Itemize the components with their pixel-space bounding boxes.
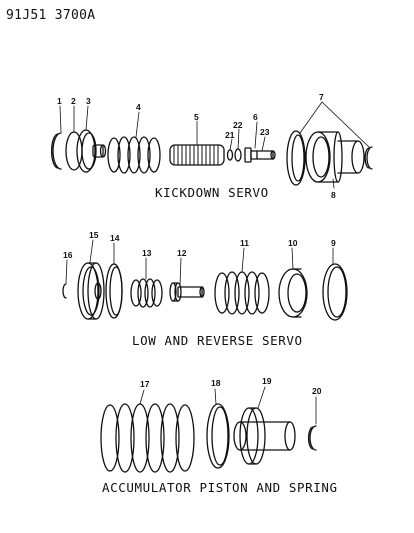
part-16-clip (62, 283, 67, 299)
low-reverse-servo-group (62, 262, 348, 321)
part-7-snap-ring-large (286, 130, 306, 186)
callout-15: 15 (89, 230, 99, 240)
callout-20: 20 (312, 386, 322, 396)
part-9-ring (322, 263, 348, 321)
part-3-piston (76, 129, 107, 173)
caption-accumulator: ACCUMULATOR PISTON AND SPRING (102, 480, 338, 495)
low-reverse-callouts (65, 239, 334, 286)
callout-6: 6 (253, 112, 258, 122)
callout-16: 16 (63, 250, 73, 260)
part-17-spring (100, 403, 195, 473)
document-code: 91J51 3700A (6, 8, 96, 23)
part-8-piston-body (305, 131, 365, 183)
part-18-seal-ring (206, 403, 230, 469)
callout-10: 10 (288, 238, 298, 248)
callout-1: 1 (57, 96, 62, 106)
caption-kickdown-servo: KICKDOWN SERVO (155, 185, 269, 200)
callout-2: 2 (71, 96, 76, 106)
callout-22: 22 (233, 120, 243, 130)
part-15-piston (77, 262, 105, 320)
callout-8: 8 (331, 190, 336, 200)
part-12-rod (169, 282, 205, 302)
callout-18: 18 (211, 378, 221, 388)
kickdown-callouts (59, 101, 371, 189)
part-1-snap-ring (50, 132, 62, 170)
part-7-snap-ring-small (364, 146, 373, 170)
callout-3: 3 (86, 96, 91, 106)
callout-5: 5 (194, 112, 199, 122)
part-14-seal (105, 263, 123, 319)
part-10-cup (278, 268, 308, 318)
part-20-clip (307, 425, 317, 451)
callout-21: 21 (225, 130, 235, 140)
callout-11: 11 (240, 238, 249, 248)
part-6-rod (244, 147, 276, 163)
part-5-spring (169, 144, 225, 166)
part-11-spring (214, 271, 270, 315)
accumulator-group (100, 403, 317, 473)
part-22-washer (234, 148, 242, 162)
callout-4: 4 (136, 102, 141, 112)
part-13-spring (130, 278, 163, 308)
kickdown-servo-group (50, 129, 373, 186)
part-21-washer (226, 149, 234, 161)
callout-23: 23 (260, 127, 270, 137)
accumulator-callouts (139, 386, 317, 425)
part-19-piston (233, 407, 296, 465)
caption-low-reverse-servo: LOW AND REVERSE SERVO (132, 333, 303, 348)
callout-12: 12 (177, 248, 187, 258)
callout-14: 14 (110, 233, 120, 243)
callout-13: 13 (142, 248, 152, 258)
callout-19: 19 (262, 376, 272, 386)
callout-9: 9 (331, 238, 336, 248)
part-4-spring (107, 136, 161, 174)
callout-7: 7 (319, 92, 324, 102)
callout-17: 17 (140, 379, 150, 389)
